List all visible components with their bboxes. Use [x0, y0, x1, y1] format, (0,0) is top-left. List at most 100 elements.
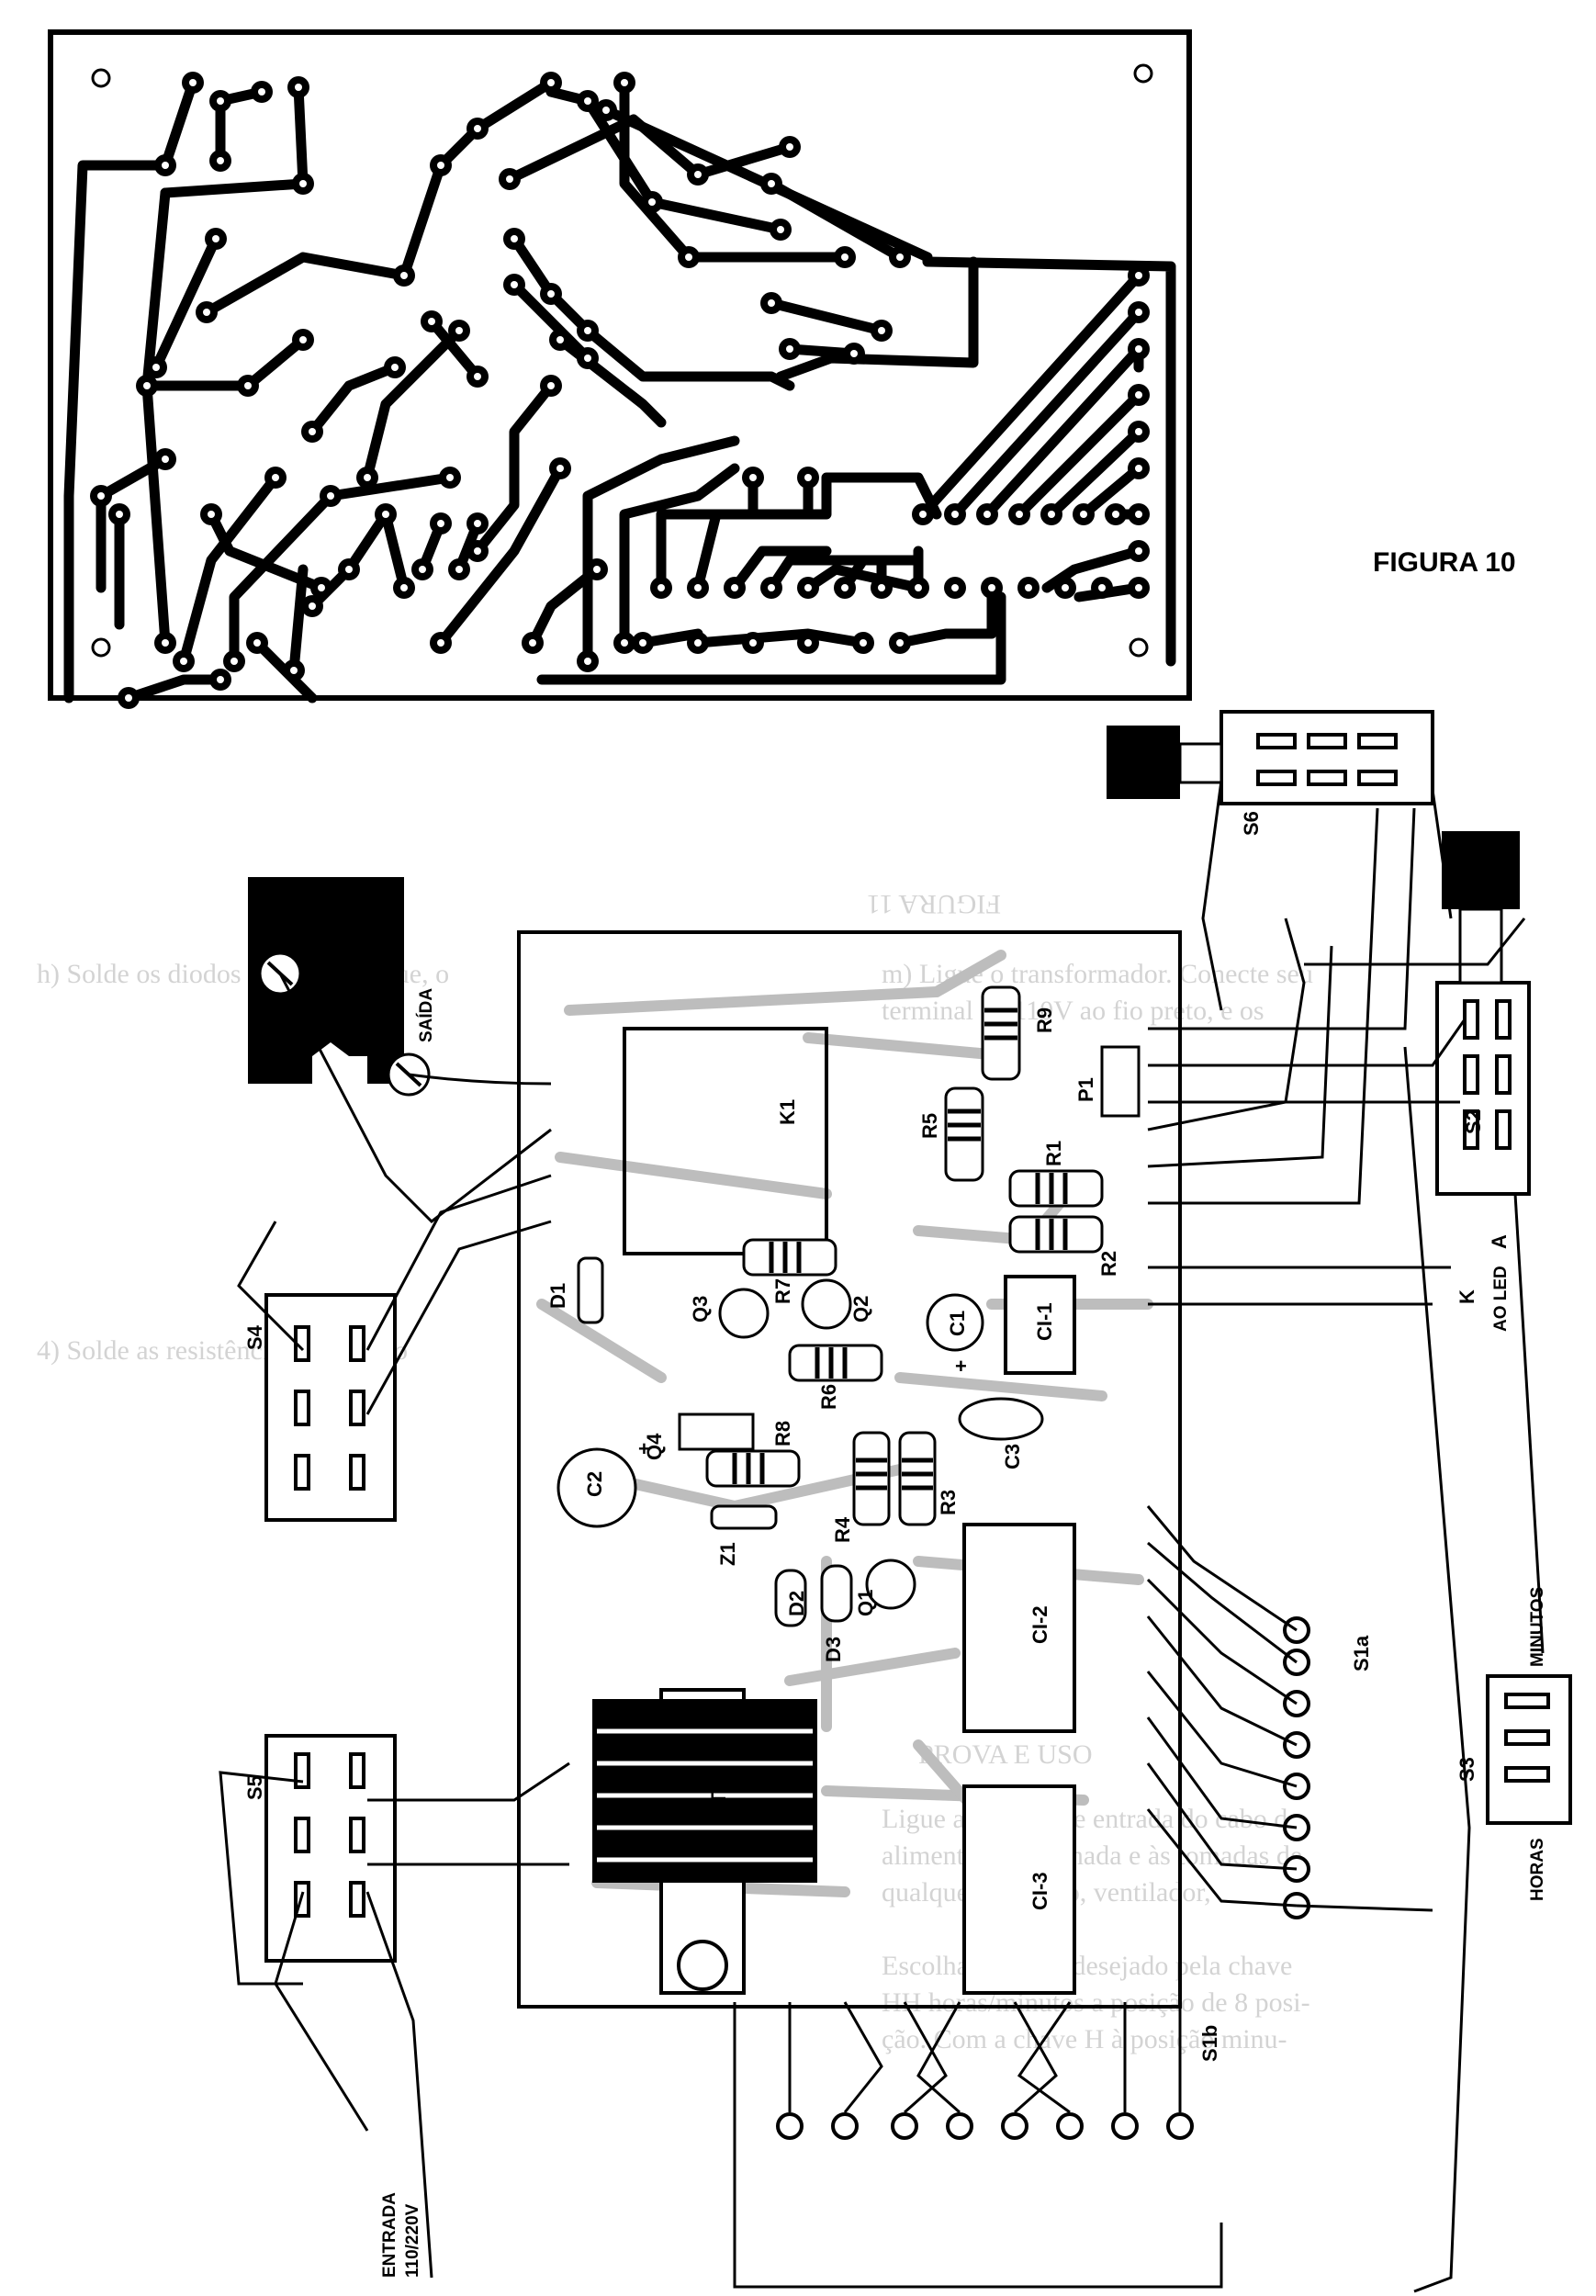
pad-hole [474, 125, 481, 132]
s2-knob [1442, 831, 1520, 909]
s6-knob [1107, 726, 1180, 799]
pad-hole [253, 639, 261, 647]
pad-hole [658, 584, 665, 591]
solder-pads [90, 72, 1150, 709]
pad-hole [915, 584, 922, 591]
pad-hole [511, 235, 518, 242]
pad-hole [299, 336, 307, 343]
transistor-q1 [865, 1559, 916, 1610]
pad-hole [1135, 345, 1142, 353]
pad-hole [731, 584, 738, 591]
pad-hole [983, 511, 991, 518]
relay-k1 [623, 1027, 828, 1255]
pad-hole [1135, 511, 1142, 518]
pad-hole [217, 157, 224, 164]
pad-hole [556, 465, 564, 472]
pad-hole [786, 143, 793, 151]
pad-hole [511, 281, 518, 288]
pad-hole [400, 584, 408, 591]
pad-hole [556, 336, 564, 343]
d1-label: D1 [546, 1283, 569, 1309]
pad-hole [437, 639, 444, 647]
pad-hole [455, 566, 463, 573]
pad-hole [506, 175, 513, 183]
pad-hole [1016, 511, 1023, 518]
q4-label: Q4 [643, 1433, 666, 1460]
k1-label: K1 [776, 1099, 799, 1125]
pad-hole [1135, 272, 1142, 279]
r1-label: R1 [1042, 1141, 1065, 1166]
pad-hole [180, 658, 187, 665]
mounting-holes [91, 63, 1153, 658]
pad-hole [988, 584, 995, 591]
transistor-q2 [801, 1278, 852, 1330]
transistor-q4 [678, 1412, 755, 1451]
pad-hole [364, 474, 371, 481]
pad-hole [768, 584, 775, 591]
s6-label: S6 [1240, 811, 1263, 836]
c2-plus: + [638, 1437, 650, 1460]
pad-hole [1112, 511, 1119, 518]
d2-label: D2 [785, 1591, 808, 1616]
pad-hole [777, 226, 784, 233]
zener-z1 [710, 1504, 778, 1530]
pad-hole [896, 639, 904, 647]
pad-hole [547, 79, 555, 86]
pad-hole [474, 520, 481, 527]
pad-hole [295, 84, 302, 91]
switch-s5: S5 [243, 1734, 397, 1963]
resistor-r2 [1008, 1215, 1104, 1254]
switch-s4: S4 [243, 1293, 397, 1522]
resistor-r9 [981, 985, 1021, 1081]
pad-hole [804, 584, 812, 591]
pad-hole [919, 511, 927, 518]
integrated-circuits [962, 1275, 1076, 1995]
k-label: K [1456, 1289, 1478, 1304]
pad-hole [474, 547, 481, 555]
c1-label: C1 [946, 1311, 969, 1336]
pad-hole [841, 584, 849, 591]
ghost-figure11-label: FIGURA 11 [867, 889, 1001, 919]
resistor-labels: R9 R5 R1 R2 R7 R6 R4 R3 R8 [771, 1007, 1120, 1543]
pad-hole [896, 253, 904, 261]
pad-hole [437, 162, 444, 169]
saida-label: SAÍDA [416, 988, 436, 1042]
capacitor-c1 [926, 1293, 984, 1352]
capacitor-c2 [556, 1447, 637, 1528]
diode-d2 [774, 1569, 807, 1627]
r9-label: R9 [1033, 1007, 1056, 1033]
p1-label: P1 [1074, 1077, 1097, 1102]
pad-hole [685, 253, 692, 261]
c2-label: C2 [583, 1471, 606, 1497]
t1-label: T1 [707, 1781, 730, 1805]
pad-hole [1080, 511, 1087, 518]
pad-hole [391, 364, 399, 371]
pad-hole [446, 474, 454, 481]
s1a-label: S1a [1350, 1635, 1373, 1671]
capacitor-c3 [958, 1397, 1044, 1441]
pad-hole [593, 566, 601, 573]
figure10-title: FIGURA 10 [1373, 547, 1516, 578]
pad-hole [1098, 584, 1106, 591]
pad-hole [208, 511, 215, 518]
pad-hole [951, 584, 959, 591]
pad-hole [217, 676, 224, 683]
c3-label: C3 [1001, 1444, 1024, 1469]
component-layout-figure11: SAÍDA K1 [219, 710, 1572, 2293]
pad-hole [584, 327, 591, 334]
switch-s2: S2 [1435, 831, 1531, 1196]
pad-hole [1135, 584, 1142, 591]
pad-hole [212, 235, 219, 242]
ic-ci1 [1004, 1275, 1076, 1375]
pad-hole [217, 97, 224, 105]
pad-hole [152, 364, 160, 371]
pad-hole [749, 639, 757, 647]
pad-hole [547, 290, 555, 298]
d3-label: D3 [822, 1637, 845, 1662]
transistors [678, 1278, 916, 1610]
r3-label: R3 [937, 1490, 960, 1515]
pad-hole [203, 309, 210, 316]
pad-hole [97, 492, 105, 500]
pad-hole [143, 382, 151, 389]
q1-label: Q1 [854, 1590, 877, 1616]
